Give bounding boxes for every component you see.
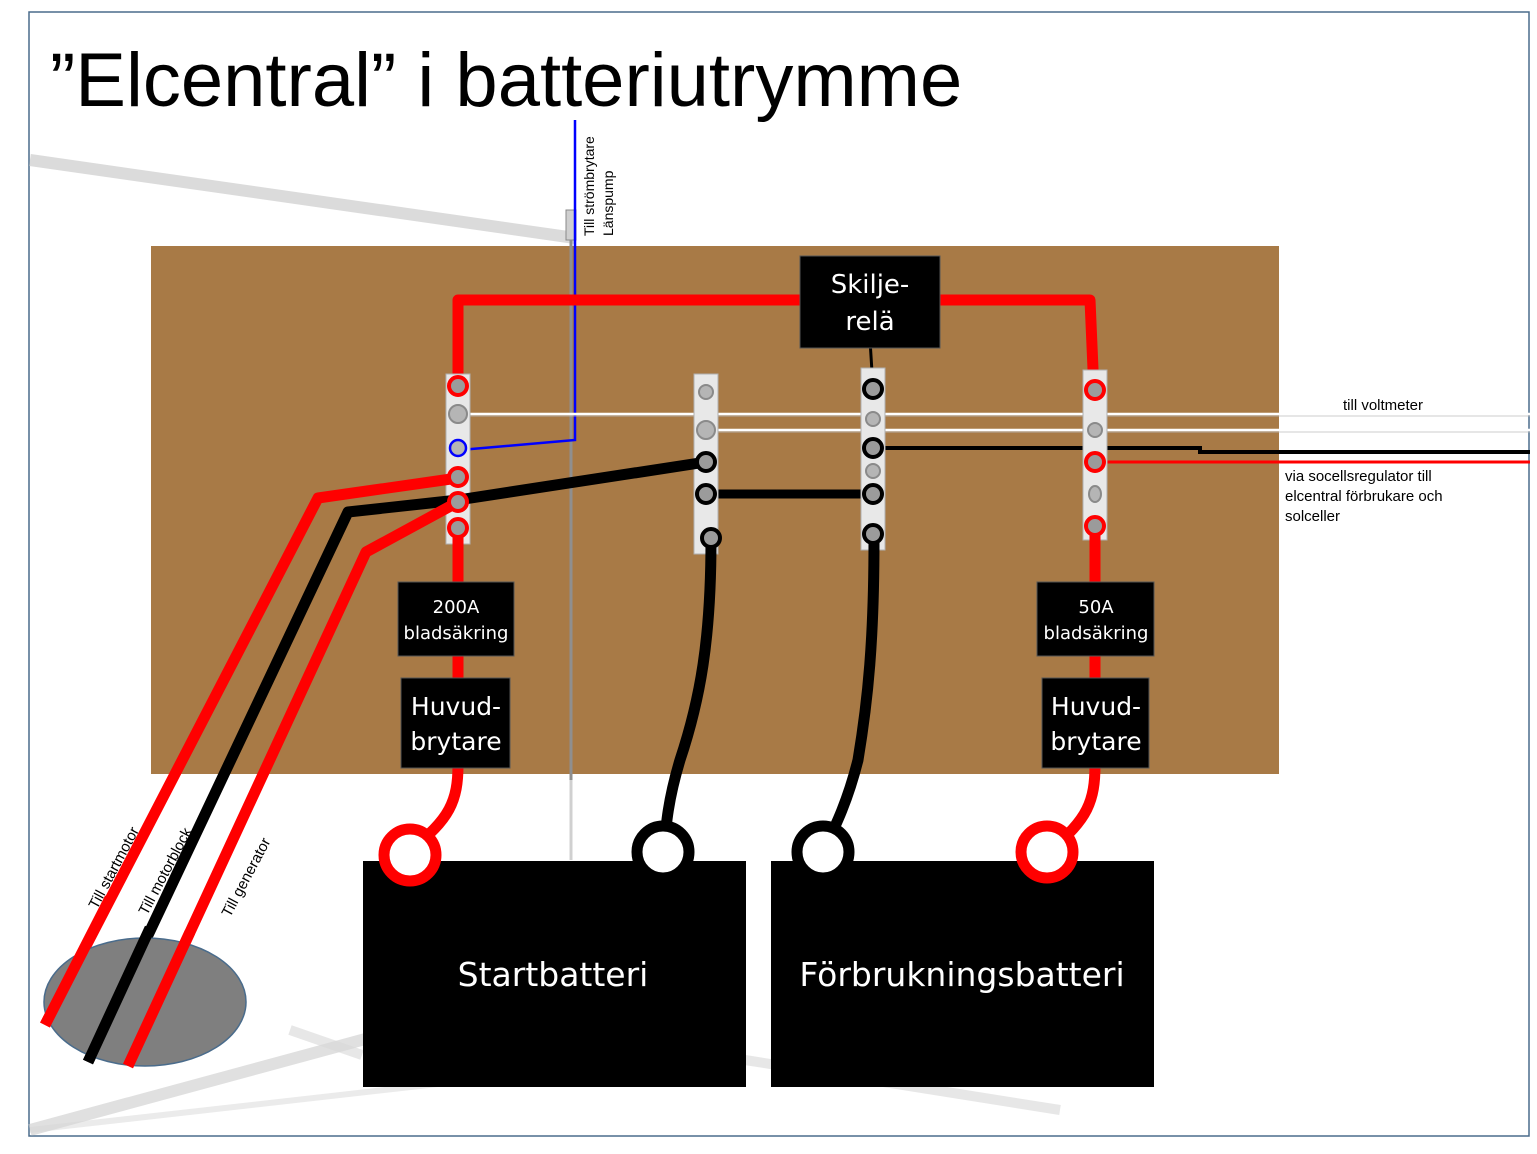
- engine-wire-ends: [40, 895, 195, 1069]
- label-strombrytare: Till strömbrytare: [581, 136, 597, 236]
- negative-signal-wire: [873, 446, 1530, 454]
- fuse-50a-label-2: bladsäkring: [1044, 623, 1149, 644]
- label-lanspump: Länspump: [600, 170, 616, 236]
- cable-start-negative: [658, 539, 717, 851]
- main-switch-left-label-2: brytare: [410, 727, 501, 756]
- main-switch-left: Huvud- brytare: [400, 677, 511, 769]
- fuse-200a-label-1: 200A: [433, 597, 480, 618]
- fuse-200a-label-2: bladsäkring: [404, 623, 509, 644]
- consumer-battery-label: Förbrukningsbatteri: [799, 955, 1124, 994]
- consumer-battery: Förbrukningsbatteri: [771, 820, 1154, 1087]
- start-battery-positive-terminal: [378, 823, 442, 887]
- consumer-battery-negative-terminal: [791, 820, 855, 884]
- label-voltmeter: till voltmeter: [1343, 397, 1423, 414]
- main-switch-left-label-1: Huvud-: [411, 692, 501, 721]
- start-battery-label: Startbatteri: [458, 955, 649, 994]
- label-socell-1: via socellsregulator till: [1285, 468, 1432, 485]
- start-battery: Startbatteri: [363, 820, 746, 1087]
- bus-terminals: [447, 375, 1106, 549]
- page-title: ”Elcentral” i batteriutrymme: [50, 38, 962, 123]
- grey-pipe: [565, 209, 577, 860]
- main-switch-right-label-2: brytare: [1050, 727, 1141, 756]
- main-switch-right: Huvud- brytare: [1041, 677, 1150, 769]
- main-switch-right-label-1: Huvud-: [1051, 692, 1141, 721]
- relay-label-1: Skilje-: [831, 270, 910, 300]
- wire-startmotor: [40, 472, 459, 1028]
- skiljerela-box: Skilje- relä: [799, 255, 941, 349]
- consumer-battery-positive-terminal: [1015, 820, 1079, 884]
- relay-label-2: relä: [845, 307, 894, 337]
- fuse-50a: 50A bladsäkring: [1036, 581, 1155, 657]
- wire-motorblock: [83, 456, 707, 1065]
- relay-positive-loop: [452, 294, 1100, 393]
- label-socell-2: elcentral förbrukare och: [1285, 488, 1443, 505]
- fuse-50a-label-1: 50A: [1078, 597, 1114, 618]
- wire-generator: [123, 497, 461, 1069]
- blue-wire: [459, 120, 577, 452]
- label-socell-3: solceller: [1285, 508, 1340, 525]
- fuse-200a: 200A bladsäkring: [397, 581, 515, 657]
- voltmeter-wires: [458, 412, 1530, 433]
- start-battery-negative-terminal: [631, 820, 695, 884]
- engine-wires: [40, 456, 707, 1069]
- cable-consumer-negative: [819, 539, 880, 853]
